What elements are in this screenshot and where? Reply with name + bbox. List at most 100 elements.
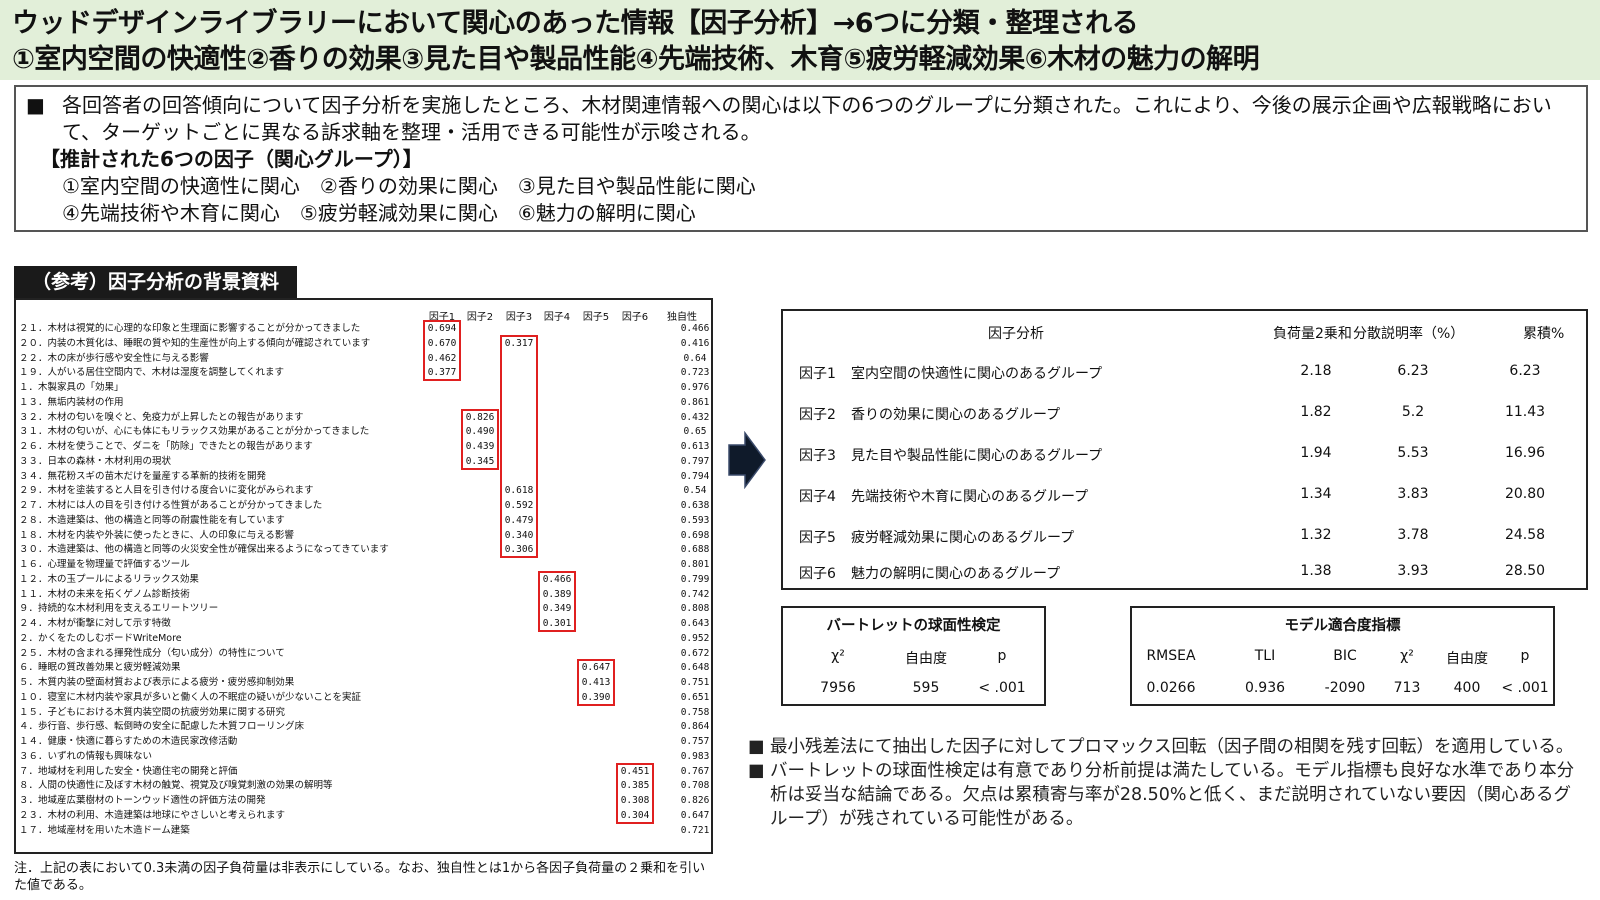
uniqueness-value: 0.65 [683,426,707,438]
title-banner: ウッドデザインライブラリーにおいて関心のあった情報【因子分析】→6つに分類・整理… [0,0,1600,80]
stats-value: -2090 [1324,680,1366,696]
sum-of-squares: 1.32 [1300,527,1332,543]
note-text: 最小残差法にて抽出した因子に対してプロマックス回転（因子間の相関を残す回転）を適… [770,737,1574,757]
bullet-icon: ■ [26,93,45,117]
uniqueness-value: 0.758 [680,706,710,718]
stats-header: p [1520,648,1530,664]
factors-line2: ④先端技術や木育に関心 ⑤疲労軽減効果に関心 ⑥魅力の解明に関心 [62,201,696,225]
item-label: ５．木質内装の壁面材質および表示による疲労・疲労感抑制効果 [19,677,295,688]
bullet-icon: ■ [748,737,765,757]
loading-value: 0.490 [465,426,495,438]
uniqueness-value: 0.593 [680,514,710,526]
uniqueness-value: 0.976 [680,382,710,393]
item-label: １７．地域産材を用いた木造ドーム建築 [19,824,190,836]
stats-value: 713 [1393,680,1421,696]
item-label: ２７．木材には人の目を引き付ける性質があることが分かってきました [19,500,323,511]
stats-value: < .001 [1501,680,1549,696]
stats-value: 400 [1453,680,1481,696]
loading-value: 0.390 [581,691,611,703]
uniqueness-value: 0.647 [680,809,710,821]
factors-heading: 【推計された6つの因子（関心グループ）】 [40,147,423,171]
analysis-notes: ■最小残差法にて抽出した因子に対してプロマックス回転（因子間の相関を残す回転）を… [748,735,1588,831]
uniqueness-value: 0.64 [683,352,707,364]
loading-value: 0.647 [581,662,611,674]
uniqueness-value: 0.54 [683,485,707,497]
loading-value: 0.451 [620,765,650,777]
factor-highlight-box [616,762,654,824]
item-label: ４．歩行音、歩行感、転倒時の安全に配慮した木質フローリング床 [19,721,305,733]
page-title-line2: ①室内空間の快適性②香りの効果③見た目や製品性能④先端技術、木育⑤疲労軽減効果⑥… [12,44,1260,75]
stats-header: 自由度 [1446,651,1488,667]
uniqueness-value: 0.648 [680,662,710,674]
item-label: １９．人がいる居住空間内で、木材は湿度を調整してくれます [19,367,285,379]
note-text: バートレットの球面性検定は有意であり分析前提は満たしている。モデル指標も良好な水… [770,761,1575,829]
factor-id: 因子1 [799,366,836,382]
stats-header: BIC [1333,648,1357,664]
variance-explained: 5.2 [1401,404,1425,420]
column-header: 累積% [1523,326,1565,342]
cumulative-percent: 6.23 [1509,363,1541,379]
factor-id: 因子6 [799,566,836,582]
uniqueness-value: 0.742 [680,588,710,600]
uniqueness-value: 0.952 [680,632,710,644]
right-arrow-icon [728,431,766,489]
factor-name: 先端技術や木育に関心のあるグループ [851,489,1089,505]
variance-explained: 3.93 [1397,563,1429,579]
column-header: 因子1 [428,312,456,323]
column-header: 因子2 [466,312,494,323]
loading-value: 0.304 [620,809,650,821]
factor-id: 因子2 [799,407,836,423]
column-header: 分散説明率（%） [1353,326,1465,342]
uniqueness-value: 0.751 [680,677,710,688]
factor-highlight-box [577,659,615,706]
loading-value: 0.413 [581,677,611,688]
loading-value: 0.462 [427,352,457,364]
uniqueness-value: 0.799 [680,573,710,585]
loading-value: 0.466 [542,573,572,585]
column-header: 負荷量2乗和 [1273,326,1352,342]
loading-value: 0.301 [542,618,572,629]
cumulative-percent: 28.50 [1504,563,1546,579]
stats-header: 自由度 [905,651,947,667]
item-label: １４．健康・快適に暮らすための木造民家改修活動 [19,736,238,747]
page-title-line1: ウッドデザインライブラリーにおいて関心のあった情報【因子分析】→6つに分類・整理… [12,8,1139,39]
item-label: ３０．木造建築は、他の構造と同等の火災安全性が確保出来るようになってきています [19,544,389,556]
stats-value: 595 [912,680,940,696]
factor-id: 因子3 [799,448,836,464]
loadings-footnote: 注．上記の表において0.3未満の因子負荷量は非表示にしている。なお、独自性とは1… [14,861,706,893]
cumulative-percent: 24.58 [1504,527,1546,543]
factor-highlight-box [500,334,538,558]
cumulative-percent: 20.80 [1504,486,1546,502]
uniqueness-value: 0.643 [680,618,710,629]
summary-box: ■ 各回答者の回答傾向について因子分析を実施したところ、木材関連情報への関心は以… [14,85,1588,232]
uniqueness-value: 0.794 [680,470,710,482]
loading-value: 0.345 [465,455,495,467]
item-label: ３４．無花粉スギの苗木だけを量産する革新的技術を開発 [19,470,267,482]
uniqueness-value: 0.861 [680,396,710,408]
stats-title: モデル適合度指標 [1284,618,1401,634]
item-label: １５．子どもにおける木質内装空間の抗疲労効果に関する研究 [19,706,286,718]
uniqueness-value: 0.757 [680,736,710,747]
